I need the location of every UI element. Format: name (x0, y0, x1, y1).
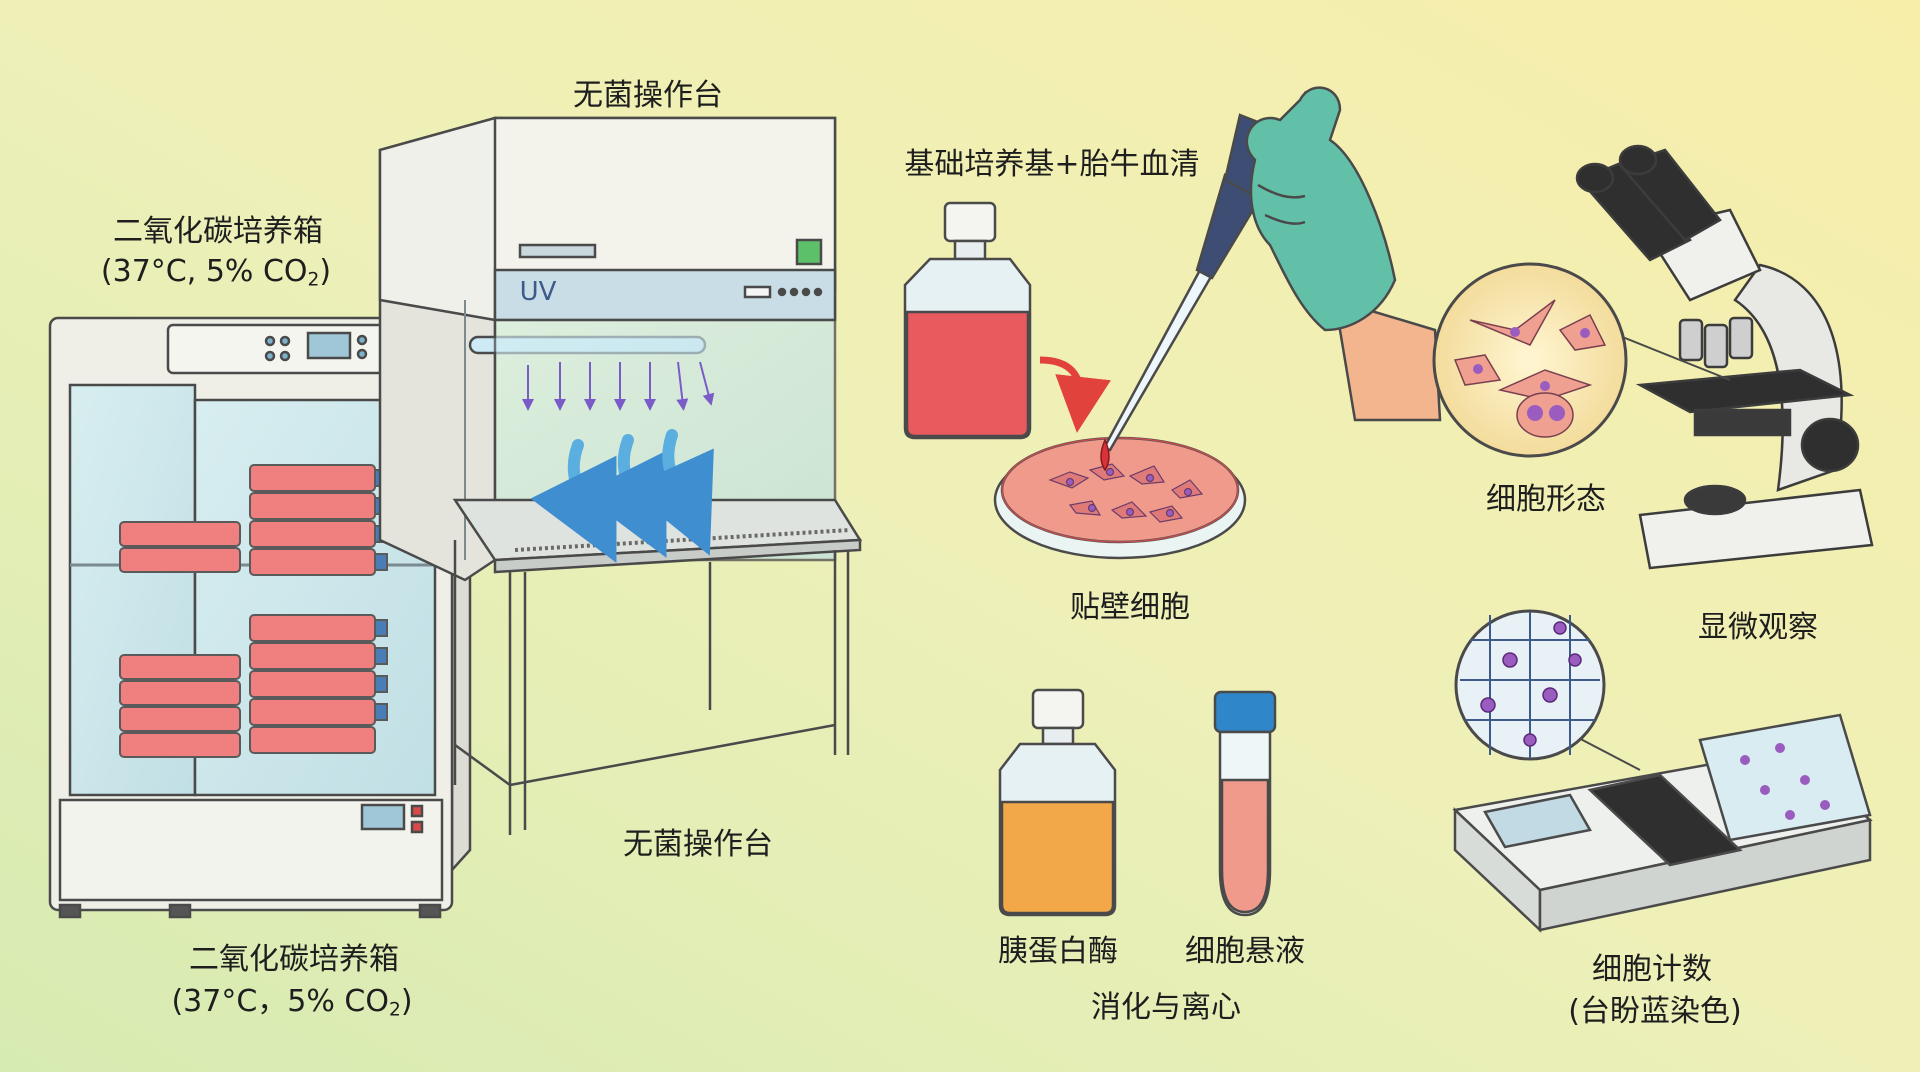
morphology-lens (1432, 262, 1628, 458)
incubator-display (306, 331, 352, 360)
medium-liquid (905, 310, 1030, 438)
cell-morphology-magnifier (1432, 262, 1731, 458)
fine-focus-knob (1800, 417, 1860, 473)
cabinet-indicator (795, 238, 823, 266)
medium-bottle (903, 201, 1032, 440)
chamber-cells (1740, 743, 1830, 820)
adherent-cells-label: 贴壁细胞 (1070, 590, 1190, 625)
flask-stack-lower (119, 614, 388, 758)
forearm (1333, 298, 1442, 422)
trypsin-bottle (998, 688, 1117, 917)
hand-with-pipette (1102, 86, 1442, 452)
medium-label: 基础培养基+胎牛血清 (904, 147, 1200, 182)
petri-dish (993, 436, 1247, 560)
incubator-bottom-co2-subscript: 2 (388, 999, 401, 1021)
centrifuge-tube (1213, 690, 1277, 917)
uv-lamp-text: UV (519, 277, 557, 307)
tube-cap (1213, 690, 1277, 734)
digestion-centrifugation-label: 消化与离心 (1091, 990, 1241, 1025)
biosafety-cabinet-top-label: 无菌操作台 (573, 78, 723, 113)
eyepieces (1575, 144, 1722, 262)
trypan-blue-label: (台盼蓝染色) (1568, 994, 1742, 1029)
incubator-bottom-display (360, 803, 406, 831)
dividing-cell (1516, 392, 1574, 438)
culture-flasks (119, 464, 388, 758)
counter-screen (1483, 793, 1592, 849)
incubator-top-close-paren: ) (319, 254, 332, 289)
incubator-bottom-name-label: 二氧化碳培养箱 (189, 942, 399, 977)
glove (1245, 86, 1397, 332)
cabinet-control-strip (493, 268, 837, 322)
incubator-top-name-label: 二氧化碳培养箱 (113, 214, 323, 249)
uv-rays (522, 361, 715, 411)
incubator-bottom-conditions-text: (37°C，5% CO (171, 984, 389, 1019)
flask-stack-upper (119, 464, 388, 576)
counting-grid-magnifier (1454, 609, 1641, 771)
incubator-top-conditions-label: (37°C, 5% CO2) (101, 252, 331, 301)
incubator-top-panel (166, 323, 395, 375)
trypsin-liquid (1000, 800, 1115, 915)
microscope-observation-label: 显微观察 (1698, 610, 1818, 645)
cabinet-stand (453, 540, 850, 835)
cell-suspension-liquid (1220, 778, 1270, 914)
objectives (1678, 316, 1754, 369)
microscope-stage (1635, 368, 1855, 414)
trypsin-label: 胰蛋白酶 (998, 934, 1118, 969)
adherent-cells-in-dish (1048, 463, 1204, 523)
biosafety-cabinet-bottom-label: 无菌操作台 (623, 827, 773, 862)
cell-counting-label: 细胞计数 (1592, 952, 1712, 987)
cabinet-front-lip (493, 538, 862, 574)
pour-arrow (1039, 356, 1111, 433)
incubator-bottom-close-paren: ) (400, 984, 413, 1019)
incubator-top-co2-subscript: 2 (307, 269, 320, 291)
microscope (1575, 144, 1874, 570)
bottle-cap (943, 201, 997, 243)
airflow-arrows (530, 429, 714, 563)
incubator-top-conditions-text: (37°C, 5% CO (100, 254, 308, 289)
incubator-bottom-conditions-label: (37°C，5% CO2) (171, 982, 412, 1031)
counter-slot (1587, 773, 1743, 867)
medium-drop (1100, 438, 1110, 472)
cell-morphology-label: 细胞形态 (1486, 482, 1606, 517)
cell-suspension-label: 细胞悬液 (1185, 934, 1305, 969)
